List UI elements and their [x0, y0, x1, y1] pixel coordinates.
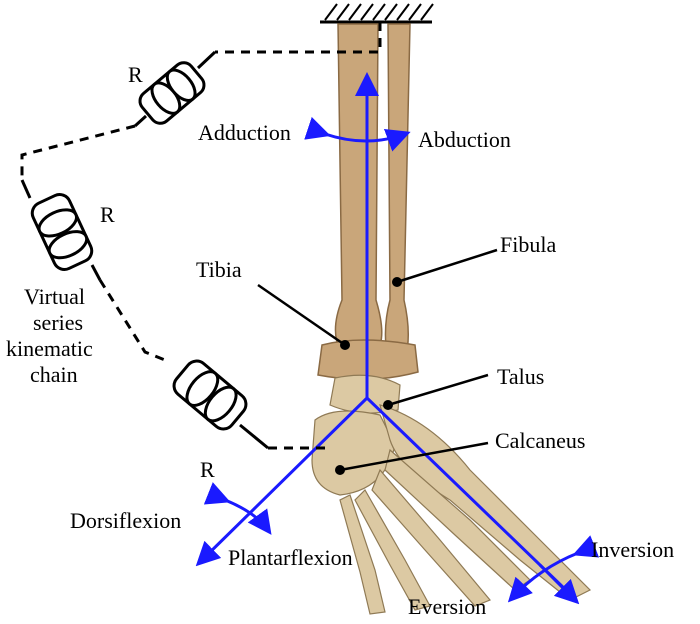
- revolute-label-1: R: [128, 62, 143, 87]
- revolute-joint-1-icon: [138, 61, 206, 125]
- leader-lines: [257, 248, 498, 475]
- abduction-label: Abduction: [418, 127, 511, 152]
- inversion-label: Inversion: [591, 537, 674, 562]
- revolute-label-2: R: [100, 202, 115, 227]
- dorsiflexion-label: Dorsiflexion: [70, 508, 181, 533]
- revolute-joint-2-icon: [30, 193, 94, 271]
- leg-bones: [311, 23, 592, 615]
- fibula-label: Fibula: [500, 232, 556, 257]
- inversion-eversion-arrow: [507, 535, 600, 603]
- chain-label-line3: kinematic: [6, 336, 93, 361]
- eversion-label: Eversion: [408, 594, 486, 619]
- talus-label: Talus: [497, 364, 544, 389]
- revolute-joint-3-icon: [172, 359, 248, 431]
- chain-label-line2: series: [33, 310, 83, 335]
- tibia-bone: [334, 23, 383, 351]
- dorsi-plantar-arrow: [203, 482, 272, 535]
- virtual-kinematic-chain: [20, 22, 382, 450]
- joint-axes: [195, 72, 600, 605]
- calcaneus-label: Calcaneus: [495, 428, 585, 453]
- adduction-abduction-arrow: [304, 116, 411, 152]
- fixed-ground-icon: [320, 3, 434, 24]
- tibia-label: Tibia: [196, 257, 242, 282]
- chain-label-line1: Virtual: [24, 284, 85, 309]
- talus-bone: [329, 374, 401, 414]
- chain-label-line4: chain: [30, 362, 78, 387]
- plantarflexion-label: Plantarflexion: [228, 545, 353, 570]
- adduction-label: Adduction: [198, 120, 291, 145]
- fibula-bone: [384, 23, 411, 361]
- revolute-label-3: R: [200, 457, 215, 482]
